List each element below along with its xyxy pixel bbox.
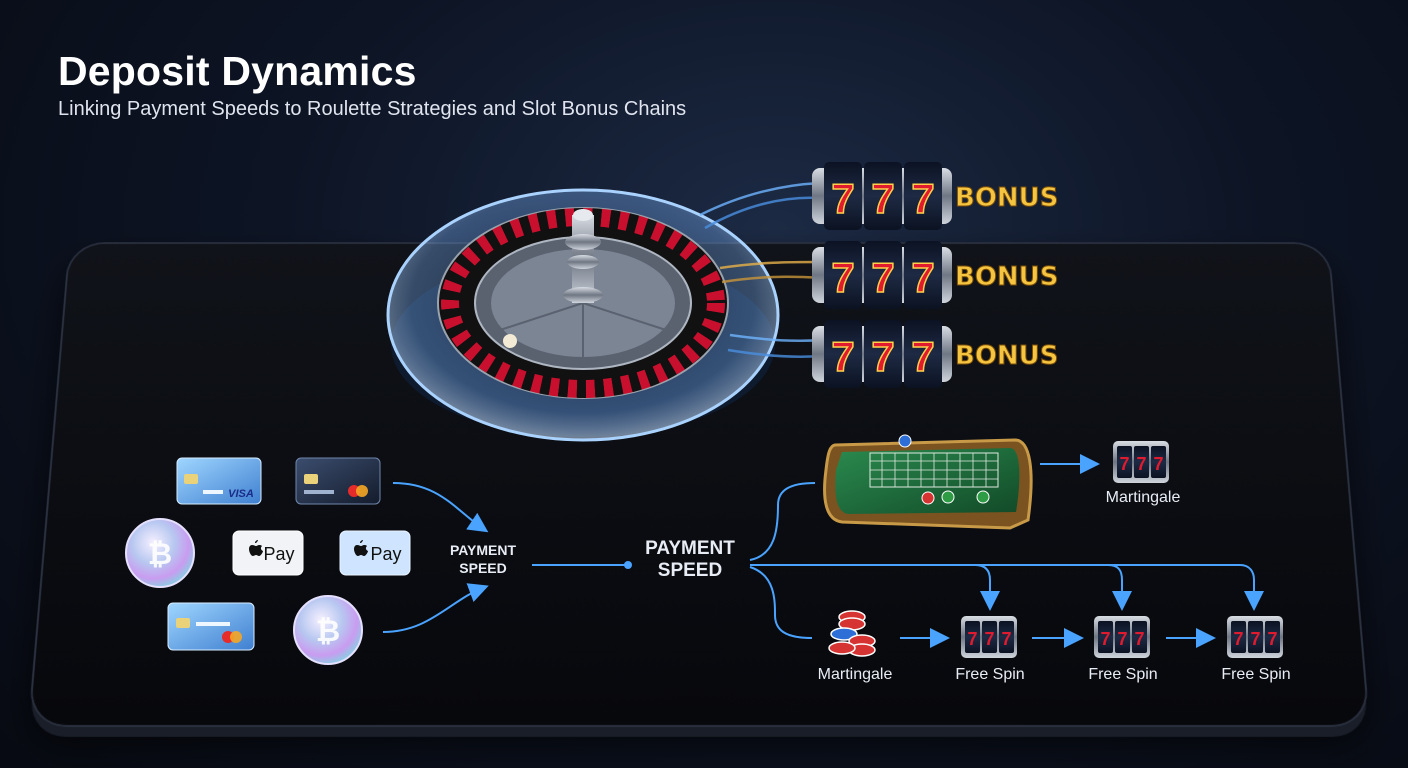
bitcoin-coin-icon: ₿ [293,595,363,665]
bonus-label: BONUS [955,262,1059,292]
reel-seven: 7 [831,254,854,301]
credit-card-icon [167,602,255,651]
small-slot-icon-free-spin-3: 7 7 7 [1227,616,1283,658]
bonus-label: BONUS [955,341,1059,371]
reel-seven: 7 [911,175,934,222]
strategy-label-martingale: Martingale [817,666,893,683]
strategy-label-free-spin-2: Free Spin [1088,666,1158,683]
roulette-ball [503,334,517,348]
reel-seven: 7 [1233,629,1243,649]
roulette-wheel [386,188,780,442]
reel-seven: 7 [967,629,977,649]
flow-connectors [382,454,1264,648]
reel-seven: 7 [831,333,854,380]
reel-seven: 7 [1117,629,1127,649]
slot-machine-row-1: 7 7 7 BONUS [812,162,1059,230]
slot-machine-row-3: 7 7 7 BONUS [812,320,1059,388]
credit-card-icon [295,457,381,505]
apple-pay-icon: Pay [339,530,411,576]
reel-seven: 7 [1134,629,1144,649]
strategy-label-free-spin-3: Free Spin [1221,666,1291,683]
reel-seven: 7 [1136,454,1146,474]
apple-pay-icon: Pay [232,530,304,576]
reel-seven: 7 [1250,629,1260,649]
payment-speed-node-small: PAYMENT SPEED [449,542,517,576]
visa-logo: VISA [228,488,254,500]
payment-speed-node-main: PAYMENT SPEED [645,538,735,581]
reel-seven: 7 [984,629,994,649]
strategy-label-free-spin-1: Free Spin [955,666,1025,683]
bonus-label: BONUS [955,183,1059,213]
strategy-label-martingale-top: Martingale [1105,489,1181,506]
reel-seven: 7 [911,254,934,301]
credit-card-icon: VISA [176,457,262,505]
svg-text:₿: ₿ [148,538,172,571]
reel-seven: 7 [871,254,894,301]
slot-machine-row-2: 7 7 7 BONUS [812,241,1059,309]
apple-pay-label: Pay [263,544,294,564]
reel-seven: 7 [1100,629,1110,649]
small-slot-icon-free-spin-2: 7 7 7 [1094,616,1150,658]
reel-seven: 7 [831,175,854,222]
small-slot-icon-free-spin-1: 7 7 7 [961,616,1017,658]
page-subtitle: Linking Payment Speeds to Roulette Strat… [58,98,687,120]
reel-seven: 7 [871,175,894,222]
energy-streaks [699,181,821,358]
casino-chips-icon [828,610,876,657]
reel-seven: 7 [1001,629,1011,649]
small-slot-icon-martingale: 7 7 7 [1113,441,1169,483]
apple-pay-label: Pay [370,544,401,564]
reel-seven: 7 [1119,454,1129,474]
reel-seven: 7 [1153,454,1163,474]
reel-seven: 7 [911,333,934,380]
page-title: Deposit Dynamics [58,48,417,94]
reel-seven: 7 [1267,629,1277,649]
roulette-table [823,434,1033,530]
svg-text:₿: ₿ [316,615,340,648]
bitcoin-coin-icon: ₿ [125,518,195,588]
reel-seven: 7 [871,333,894,380]
